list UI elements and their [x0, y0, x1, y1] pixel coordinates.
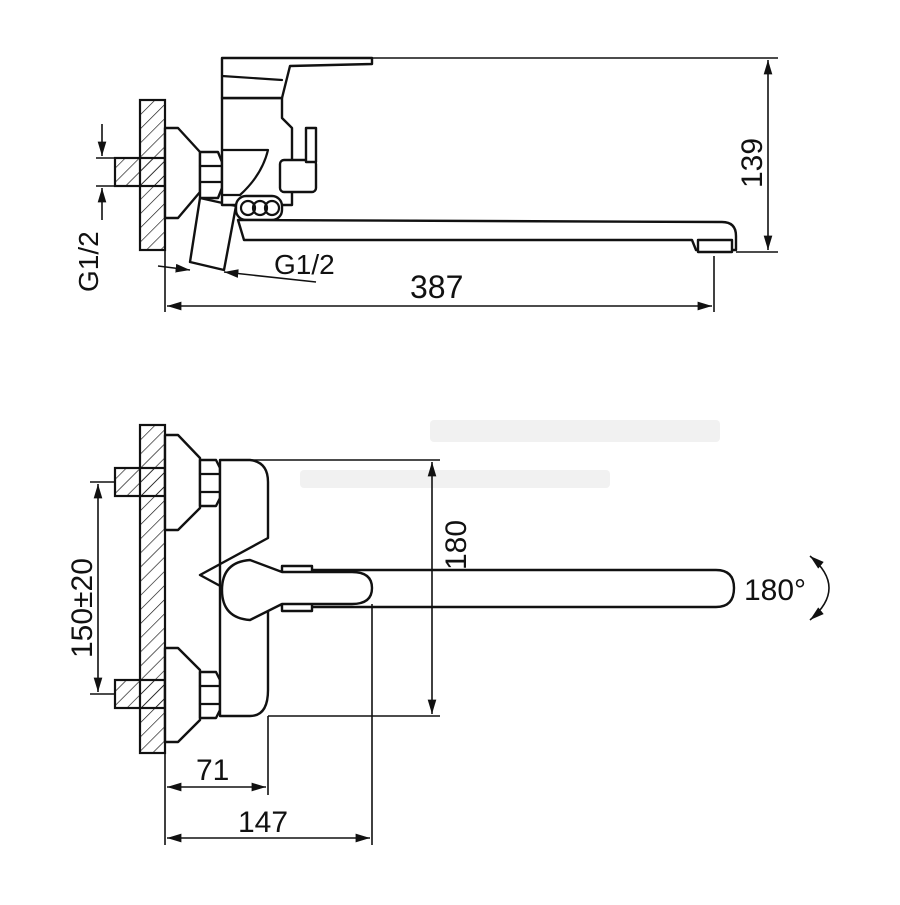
lever-top [220, 558, 374, 622]
watermark [300, 420, 720, 488]
angled-inlet [188, 196, 238, 272]
escutcheon [163, 126, 202, 220]
hex-nut-lower [198, 670, 222, 720]
escutcheon-upper [163, 433, 202, 532]
hex-nut [198, 150, 224, 200]
height-dimension-label: 139 [736, 138, 769, 188]
length-dimension-label: 387 [410, 269, 463, 305]
inlet-pipe-upper [113, 466, 167, 498]
depth-dimension-label: 180 [440, 520, 473, 570]
top-view: 180 150±20 180° 71 147 [66, 423, 830, 845]
swivel-rings [234, 194, 284, 222]
rotation-arrow [809, 555, 830, 621]
escutcheon-lower [163, 646, 202, 744]
hex-nut-upper [198, 458, 222, 508]
rotation-label: 180° [744, 574, 806, 607]
spout-top [280, 568, 736, 609]
spacing-dimension-label: 150±20 [66, 558, 99, 658]
side-view: 139 387 G1/2 G1/2 [73, 56, 778, 312]
thread-vertical-label: G1/2 [73, 231, 104, 292]
inlet-pipe [113, 156, 167, 188]
offset-short-label: 71 [196, 754, 229, 787]
inlet-pipe-lower [113, 678, 167, 710]
spout-side [236, 218, 738, 252]
offset-long-label: 147 [238, 806, 288, 839]
diverter-knob [278, 158, 318, 194]
thread-angled-label: G1/2 [274, 249, 335, 280]
